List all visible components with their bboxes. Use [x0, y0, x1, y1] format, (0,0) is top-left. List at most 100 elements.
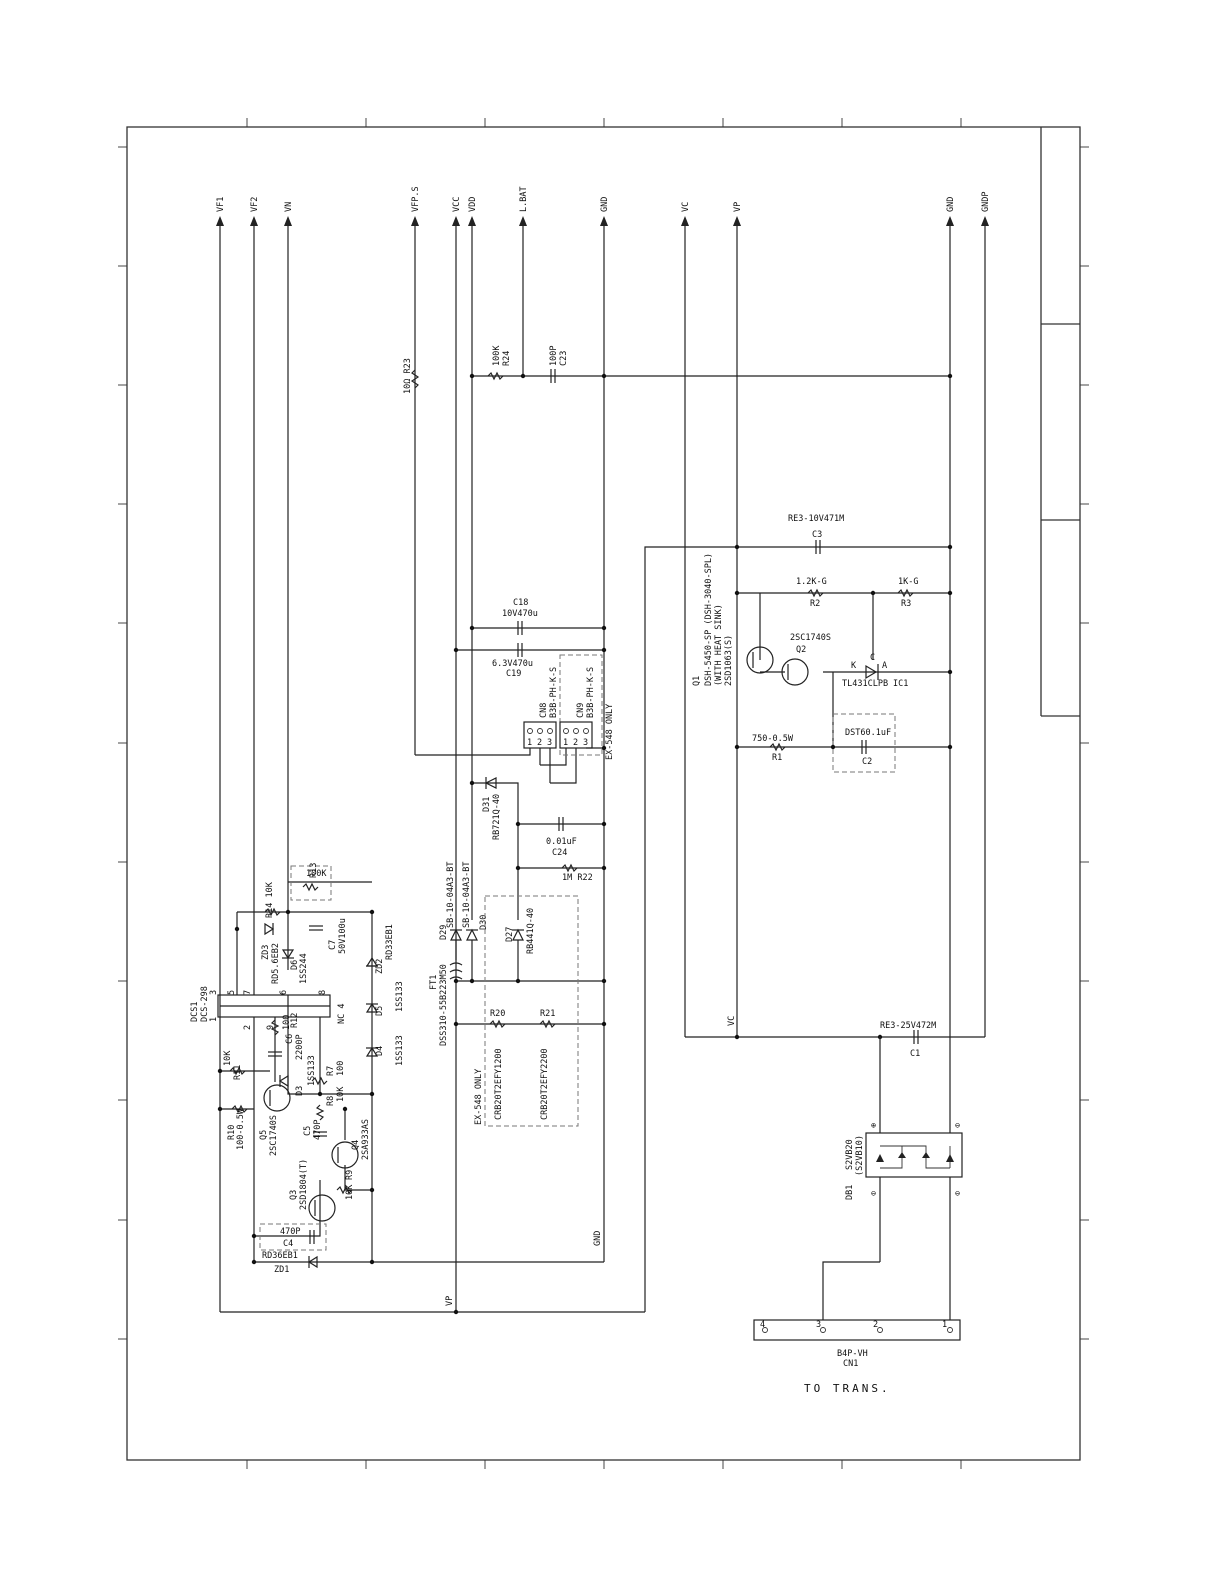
svg-text:Q1: Q1 — [692, 676, 702, 686]
svg-text:DST60.1uF: DST60.1uF — [845, 728, 891, 738]
r2-resistor: 1.2K-G R2 — [796, 577, 827, 609]
svg-text:CRB20T2EFY1200: CRB20T2EFY1200 — [494, 1048, 504, 1120]
svg-text:1: 1 — [527, 738, 532, 748]
svg-text:NC 4: NC 4 — [337, 1004, 347, 1024]
r13-resistor: R13 100K — [290, 863, 332, 901]
svg-text:RB441Q-40: RB441Q-40 — [526, 908, 536, 954]
svg-text:D6: D6 — [290, 960, 300, 970]
svg-text:Q5: Q5 — [259, 1130, 269, 1140]
label-vp-bottom: VP — [445, 1296, 455, 1306]
r12-resistor: R12 100 — [270, 1013, 300, 1036]
svg-text:R12: R12 — [290, 1013, 300, 1028]
svg-text:C: C — [870, 653, 875, 663]
net-label-vc: VC — [681, 202, 691, 212]
right-wires — [644, 546, 985, 1312]
d5-diode: D5 1SS133 — [365, 981, 405, 1016]
svg-text:⊖: ⊖ — [871, 1189, 876, 1199]
svg-text:4: 4 — [760, 1320, 765, 1330]
svg-text:750-0.5W: 750-0.5W — [752, 734, 794, 744]
svg-text:470P: 470P — [313, 1120, 323, 1140]
ic1-shunt-regulator: KCA TL431CLPB IC1 — [842, 653, 908, 689]
q4-transistor: Q4 2SA933AS — [331, 1119, 371, 1169]
r22-resistor: 1M R22 — [561, 863, 593, 883]
net-label-vp: VP — [733, 202, 743, 212]
d6-diode: D6 1SS244 — [281, 949, 309, 984]
svg-text:D4: D4 — [375, 1046, 385, 1056]
c24-capacitor: 0.01uF C24 — [546, 817, 577, 858]
svg-text:1M R22: 1M R22 — [562, 873, 593, 883]
svg-text:(S2VB10): (S2VB10) — [855, 1135, 865, 1176]
svg-text:C4: C4 — [283, 1239, 293, 1249]
svg-text:2: 2 — [537, 738, 542, 748]
svg-text:2SD1804(T): 2SD1804(T) — [299, 1159, 309, 1210]
svg-text:B3B-PH-K-S: B3B-PH-K-S — [586, 667, 596, 718]
svg-text:SB-10-04A3-BT: SB-10-04A3-BT — [446, 861, 456, 928]
svg-text:10K: 10K — [336, 1086, 346, 1102]
r20-resistor: R20 CRB20T2EFY1200 — [489, 1009, 506, 1120]
svg-text:IC1: IC1 — [893, 679, 908, 689]
svg-text:D29: D29 — [439, 925, 449, 940]
c6-capacitor: 2200P C6 — [268, 1034, 305, 1060]
c1-capacitor: RE3-25V472M C1 — [880, 1021, 936, 1059]
q1-transistor: Q1 DSH-5450-SP (DSH-3040-SPL) (WITH HEAT… — [692, 553, 774, 686]
svg-text:2: 2 — [573, 738, 578, 748]
r7-resistor: R7 100 — [311, 1061, 346, 1086]
r23-resistor: 10Ω R23 — [403, 358, 420, 394]
svg-text:RB721Q-40: RB721Q-40 — [492, 794, 502, 840]
svg-text:1SS133: 1SS133 — [395, 1035, 405, 1066]
svg-text:R8: R8 — [326, 1096, 336, 1106]
cn1-connector: 4 3 2 1 CN1 B4P-VH TO TRANS. — [753, 1319, 961, 1395]
svg-text:CN8: CN8 — [539, 703, 549, 718]
svg-text:100: 100 — [336, 1061, 346, 1076]
svg-text:B4P-VH: B4P-VH — [837, 1349, 868, 1359]
q5-transistor: Q5 2SC1740S — [259, 1084, 291, 1156]
c19-capacitor: 6.3V470u C19 — [492, 643, 533, 679]
r10-resistor: R10 100-0.5W — [227, 1104, 248, 1150]
svg-text:A: A — [882, 661, 887, 671]
net-label-vf1: VF1 — [216, 197, 226, 212]
svg-text:C3: C3 — [812, 530, 822, 540]
db1-bridge-rectifier: ⊕⊖ ⊖⊖ DB1 S2VB20 (S2VB10) — [845, 1037, 963, 1320]
q2-transistor: 2SC1740S Q2 — [781, 633, 831, 686]
border-frame — [126, 126, 1081, 1461]
net-label-gnd-2: GND — [946, 197, 956, 212]
r21-resistor: R21 CRB20T2EFY2200 — [539, 1009, 556, 1120]
net-label-gndp: GNDP — [981, 192, 991, 212]
net-lines — [219, 222, 986, 1312]
svg-text:ZD2: ZD2 — [375, 959, 385, 974]
svg-text:10V470u: 10V470u — [502, 609, 538, 619]
r9-resistor: R9 10K — [336, 1170, 355, 1200]
title-block — [1040, 127, 1080, 717]
d4-diode: D4 1SS133 — [365, 1035, 405, 1066]
svg-text:RE3-25V472M: RE3-25V472M — [880, 1021, 936, 1031]
net-label-vn: VN — [284, 202, 294, 212]
svg-text:2SC1740S: 2SC1740S — [790, 633, 831, 643]
zd2-zener: ZD2 RD33EB1 — [365, 924, 395, 974]
svg-text:1SS133: 1SS133 — [395, 981, 405, 1012]
net-arrows — [216, 216, 989, 226]
svg-text:R10: R10 — [227, 1125, 237, 1140]
r24-resistor: 100K R24 — [487, 345, 512, 381]
r8-resistor: 10K R8 — [315, 1086, 346, 1121]
svg-text:C1: C1 — [910, 1049, 920, 1059]
r11-resistor: R11 10K — [223, 1050, 246, 1080]
svg-text:DCS-298: DCS-298 — [200, 986, 210, 1022]
svg-text:C19: C19 — [506, 669, 521, 679]
svg-text:(WITH HEAT SINK): (WITH HEAT SINK) — [714, 604, 724, 686]
svg-text:C5: C5 — [303, 1126, 313, 1136]
svg-text:R20: R20 — [490, 1009, 505, 1019]
d29-diode: D29 SB-10-04A3-BT — [439, 861, 462, 941]
svg-text:R13: R13 — [309, 863, 319, 878]
svg-text:1: 1 — [942, 1320, 947, 1330]
d3-diode: D3 1SS133 — [278, 1055, 317, 1096]
svg-text:⊕: ⊕ — [871, 1121, 876, 1131]
svg-text:RE3-10V471M: RE3-10V471M — [788, 514, 844, 524]
svg-text:⊖: ⊖ — [955, 1189, 960, 1199]
net-label-vf2: VF2 — [250, 197, 260, 212]
r1-resistor: 750-0.5W R1 — [752, 734, 794, 763]
svg-text:C18: C18 — [513, 598, 528, 608]
svg-text:6.3V470u: 6.3V470u — [492, 659, 533, 669]
svg-text:RD33EB1: RD33EB1 — [385, 924, 395, 960]
